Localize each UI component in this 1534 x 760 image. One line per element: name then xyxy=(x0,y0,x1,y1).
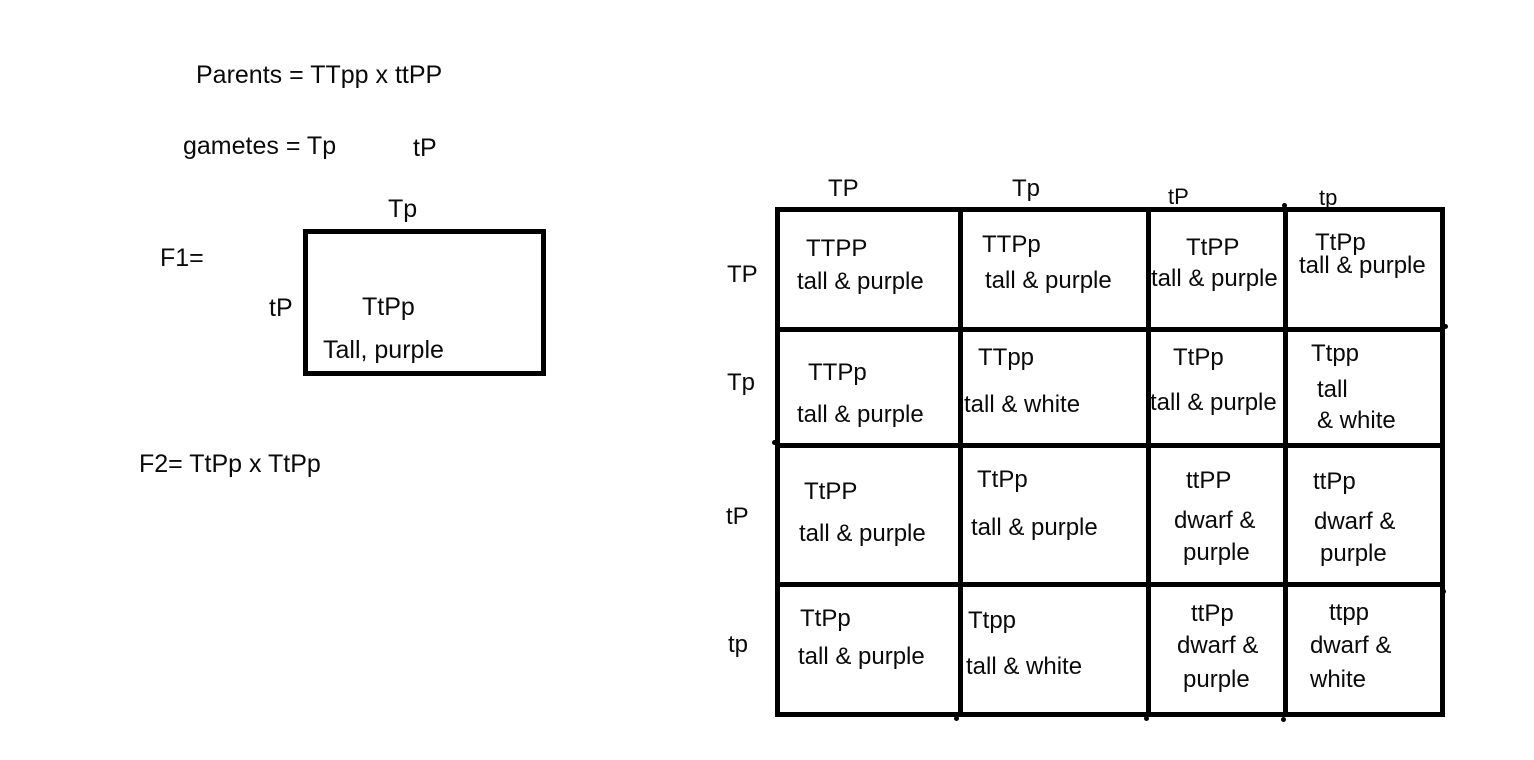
punnett-square-grid xyxy=(775,207,1445,717)
punnett-grid-hline-2 xyxy=(780,443,1440,448)
punnett-cell-phenotype2-r3c2: purple xyxy=(1183,666,1250,693)
punnett-cell-genotype-r2c2: ttPP xyxy=(1186,467,1232,494)
punnett-cell-genotype-r1c1: TTpp xyxy=(978,344,1035,371)
punnett-cell-genotype-r2c1: TtPp xyxy=(977,466,1028,493)
punnett-cell-phenotype2-r1c3: & white xyxy=(1317,407,1396,434)
punnett-cell-phenotype-r1c1: tall & white xyxy=(964,391,1081,418)
punnett-row-header-3: tp xyxy=(728,631,749,658)
punnett-cell-phenotype-r3c0: tall & purple xyxy=(798,643,925,670)
stray-ink-mark xyxy=(1282,203,1287,208)
punnett-cell-phenotype-r0c0: tall & purple xyxy=(797,268,924,295)
gametes-label: gametes = Tp xyxy=(183,132,337,160)
punnett-cell-genotype-r3c2: ttPp xyxy=(1191,600,1234,627)
punnett-cell-phenotype-r2c1: tall & purple xyxy=(971,514,1098,541)
punnett-cell-genotype-r0c3: TtPp xyxy=(1315,229,1366,256)
punnett-cell-phenotype-r3c3: dwarf & xyxy=(1310,632,1392,659)
punnett-row-header-0: TP xyxy=(727,261,758,288)
stray-ink-mark xyxy=(1281,717,1286,722)
punnett-cell-phenotype-r3c2: dwarf & xyxy=(1177,632,1259,659)
punnett-grid-vline-3 xyxy=(1283,212,1288,712)
gametes-second-value: tP xyxy=(413,134,437,162)
punnett-cell-phenotype2-r3c3: white xyxy=(1310,666,1367,693)
punnett-cell-genotype-r3c0: TtPp xyxy=(800,605,851,632)
punnett-grid-vline-2 xyxy=(1146,212,1151,712)
punnett-cell-phenotype-r2c2: dwarf & xyxy=(1174,507,1256,534)
f1-left-gamete-label: tP xyxy=(269,294,293,322)
punnett-column-header-1: Tp xyxy=(1012,175,1041,202)
punnett-cell-genotype-r0c2: TtPP xyxy=(1186,234,1240,261)
punnett-cell-genotype-r2c0: TtPP xyxy=(804,478,858,505)
f2-cross-line: F2= TtPp x TtPp xyxy=(139,450,321,478)
punnett-cell-genotype-r3c1: Ttpp xyxy=(968,607,1017,634)
punnett-column-header-0: TP xyxy=(828,175,859,202)
f1-top-gamete-label: Tp xyxy=(388,195,418,223)
punnett-cell-genotype-r2c3: ttPp xyxy=(1313,468,1356,495)
f1-phenotype: Tall, purple xyxy=(323,336,444,364)
punnett-grid-hline-1 xyxy=(780,327,1440,332)
punnett-cell-genotype-r3c3: ttpp xyxy=(1329,599,1370,626)
stray-ink-mark xyxy=(954,716,959,721)
punnett-cell-genotype-r1c2: TtPp xyxy=(1173,344,1224,371)
punnett-cell-phenotype-r0c3: tall & purple xyxy=(1299,252,1426,279)
stray-ink-mark xyxy=(1144,716,1149,721)
parents-cross-line: Parents = TTpp x ttPP xyxy=(196,61,443,89)
punnett-row-header-2: tP xyxy=(726,503,749,530)
punnett-cell-phenotype-r3c1: tall & white xyxy=(966,653,1083,680)
punnett-column-header-3: tp xyxy=(1319,185,1338,210)
punnett-cell-phenotype-r1c3: tall xyxy=(1317,376,1348,403)
punnett-cell-genotype-r0c1: TTPp xyxy=(982,231,1041,258)
punnett-cell-phenotype-r1c0: tall & purple xyxy=(797,401,924,428)
f1-genotype: TtPp xyxy=(362,293,415,321)
punnett-cell-genotype-r1c0: TTPp xyxy=(808,359,867,386)
punnett-cell-phenotype2-r2c2: purple xyxy=(1183,539,1250,566)
punnett-column-header-2: tP xyxy=(1168,184,1189,209)
punnett-cell-phenotype-r0c1: tall & purple xyxy=(985,267,1112,294)
punnett-grid-vline-1 xyxy=(958,212,963,712)
stray-ink-mark xyxy=(1443,324,1448,329)
stray-ink-mark xyxy=(772,440,777,445)
f1-label: F1= xyxy=(160,244,204,272)
punnett-cell-genotype-r0c0: TTPP xyxy=(806,235,868,262)
punnett-cell-phenotype-r1c2: tall & purple xyxy=(1150,389,1277,416)
punnett-cell-phenotype-r2c3: dwarf & xyxy=(1314,508,1396,535)
punnett-cell-phenotype2-r2c3: purple xyxy=(1320,540,1387,567)
punnett-cell-genotype-r1c3: Ttpp xyxy=(1311,340,1360,367)
punnett-cell-phenotype-r2c0: tall & purple xyxy=(799,520,926,547)
punnett-grid-hline-3 xyxy=(780,582,1440,587)
f1-punnett-box xyxy=(303,229,546,376)
punnett-cell-phenotype-r0c2: tall & purple xyxy=(1151,265,1278,292)
stray-ink-mark xyxy=(1441,589,1446,594)
punnett-row-header-1: Tp xyxy=(727,369,756,396)
